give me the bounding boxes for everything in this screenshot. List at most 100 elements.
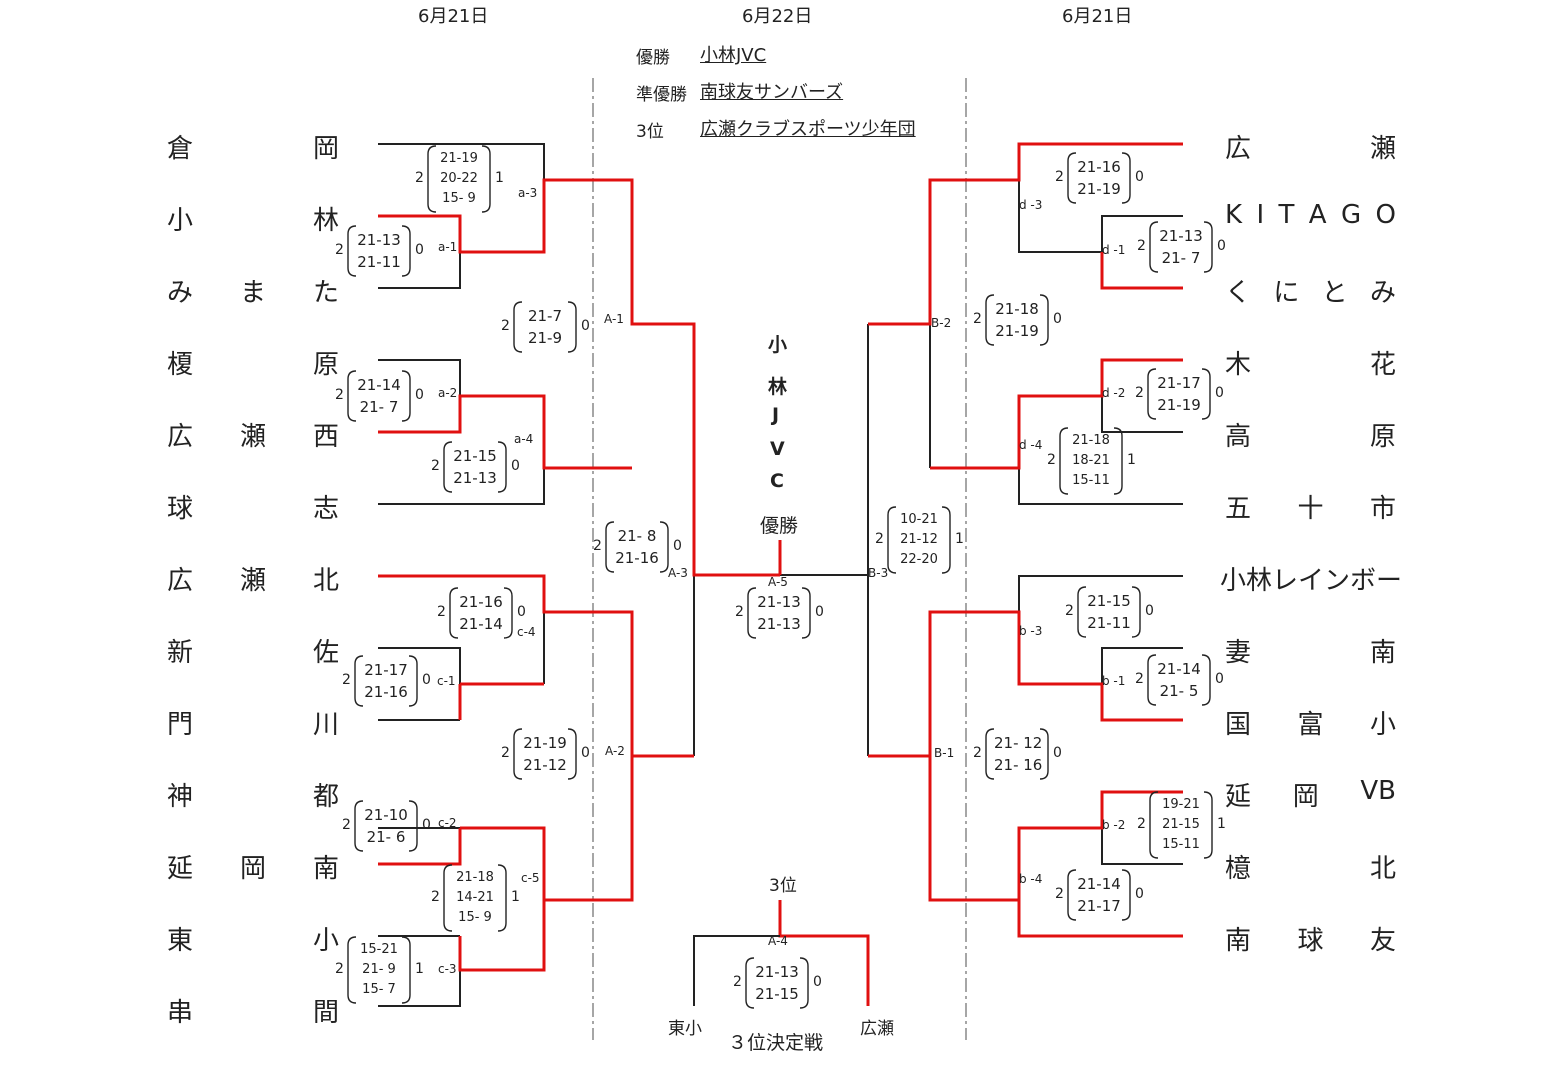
- team-name-char: 富: [1297, 710, 1324, 740]
- sets-won-right: 0: [1053, 745, 1062, 761]
- set-score: 21-16: [459, 592, 503, 611]
- set-score: 21-13: [757, 592, 801, 611]
- score-bracket-left: [354, 655, 364, 707]
- score-bracket-right: [401, 225, 411, 277]
- sets-won-right: 0: [1215, 385, 1224, 401]
- champion-char: 小: [768, 334, 788, 356]
- match-code: B-2: [931, 316, 952, 330]
- score-bracket-right: [1039, 294, 1049, 346]
- set-score: 21-15: [1087, 591, 1131, 610]
- match-code: c-4: [517, 625, 536, 639]
- set-score: 21-12: [523, 755, 567, 774]
- set-score: 15-11: [1072, 472, 1110, 488]
- set-score: 21-14: [1157, 659, 1201, 678]
- set-score: 18-21: [1072, 452, 1110, 468]
- team-name-char: 広: [1225, 134, 1252, 164]
- score-bracket-left: [887, 506, 897, 574]
- set-score: 21-17: [1157, 373, 1201, 392]
- right-winner-lines: [868, 142, 1183, 938]
- set-score: 21-12: [900, 531, 938, 547]
- set-score: 22-20: [900, 551, 938, 567]
- set-score: 21- 7: [1161, 248, 1201, 267]
- set-score: 15-21: [360, 941, 398, 957]
- team-name: 神都: [167, 776, 339, 813]
- team-name-char: 球: [1297, 926, 1324, 956]
- score-bracket-left: [1149, 791, 1159, 859]
- score-bracket-left: [1149, 221, 1159, 273]
- set-score: 21-13: [755, 962, 799, 981]
- score-bracket-right: [567, 301, 577, 353]
- team-name-char: く: [1225, 278, 1252, 308]
- sets-won-left: 2: [335, 387, 344, 403]
- sets-won-right: 0: [517, 604, 526, 620]
- score-bracket-left: [354, 800, 364, 852]
- score-bracket-right: [481, 145, 491, 213]
- result-label: 準優勝: [636, 85, 687, 105]
- team-name-char: 林: [312, 206, 339, 236]
- score-bracket-left: [1077, 586, 1087, 638]
- team-name: 広瀬西: [167, 416, 339, 453]
- sets-won-right: 0: [422, 817, 431, 833]
- team-name-char: 市: [1369, 494, 1396, 524]
- score-bracket-left: [443, 441, 453, 493]
- team-name-char: に: [1273, 278, 1300, 308]
- match-code: c-3: [438, 962, 457, 976]
- result-runner-up: 南球友サンバーズ: [700, 82, 844, 103]
- sets-won-left: 2: [415, 170, 424, 186]
- team-name-char: と: [1321, 278, 1348, 308]
- sets-won-right: 1: [495, 170, 504, 186]
- team-name-char: み: [167, 278, 194, 308]
- match-code: b -3: [1019, 624, 1043, 638]
- team-name: 串間: [167, 992, 339, 1029]
- team-name-char: 広: [167, 422, 194, 452]
- team-name-char: 友: [1369, 926, 1396, 956]
- team-name-char: 岡: [1292, 782, 1319, 812]
- sets-won-left: 2: [1135, 671, 1144, 687]
- team-name-char: 高: [1225, 422, 1252, 452]
- tokoshi-label: 東小: [668, 1019, 702, 1039]
- team-name: 新佐: [167, 632, 339, 669]
- sets-won-right: 1: [415, 961, 424, 977]
- team-name-char: 延: [1225, 782, 1252, 812]
- sets-won-left: 2: [431, 458, 440, 474]
- sets-won-right: 1: [955, 531, 964, 547]
- match-code: b -1: [1102, 674, 1126, 688]
- sets-won-right: 0: [1135, 169, 1144, 185]
- team-name-char: 球: [167, 494, 194, 524]
- team-name-char: 檍: [1225, 854, 1252, 884]
- sets-won-left: 2: [1137, 238, 1146, 254]
- sets-won-left: 2: [1137, 816, 1146, 832]
- team-name-char: 佐: [312, 638, 339, 668]
- date-right: 6月21日: [1062, 6, 1133, 27]
- team-name: 広瀬: [1225, 128, 1396, 165]
- match-code: c-1: [437, 674, 456, 688]
- team-name-char: 国: [1225, 710, 1252, 740]
- set-score: 21-11: [1087, 613, 1131, 632]
- team-name: 榎原: [167, 344, 339, 381]
- team-name-char: 瀬: [239, 422, 266, 452]
- set-score: 21-15: [1162, 816, 1200, 832]
- score-bracket-left: [513, 301, 523, 353]
- set-score: 15-11: [1162, 836, 1200, 852]
- team-name-char: 榎: [167, 350, 194, 380]
- set-score: 21-19: [1157, 395, 1201, 414]
- date-center: 6月22日: [742, 6, 813, 27]
- team-name: 倉岡: [167, 128, 339, 165]
- score-bracket-left: [443, 864, 453, 932]
- set-score: 21-14: [1077, 874, 1121, 893]
- match-code: c-2: [438, 816, 457, 830]
- team-name-char: G: [1340, 200, 1362, 230]
- team-name: 門川: [167, 704, 339, 741]
- champion-label: 優勝: [760, 515, 799, 537]
- score-bracket-left: [347, 370, 357, 422]
- score-bracket-right: [1131, 586, 1141, 638]
- set-score: 21-13: [453, 468, 497, 487]
- set-score: 21-17: [1077, 896, 1121, 915]
- team-name: 檍北: [1225, 848, 1396, 885]
- sets-won-left: 2: [973, 311, 982, 327]
- match-code: A-2: [605, 744, 625, 758]
- set-score: 21-19: [1077, 179, 1121, 198]
- score-bracket-right: [659, 521, 669, 573]
- team-name-char: 北: [312, 566, 339, 596]
- champion-char: V: [770, 438, 785, 460]
